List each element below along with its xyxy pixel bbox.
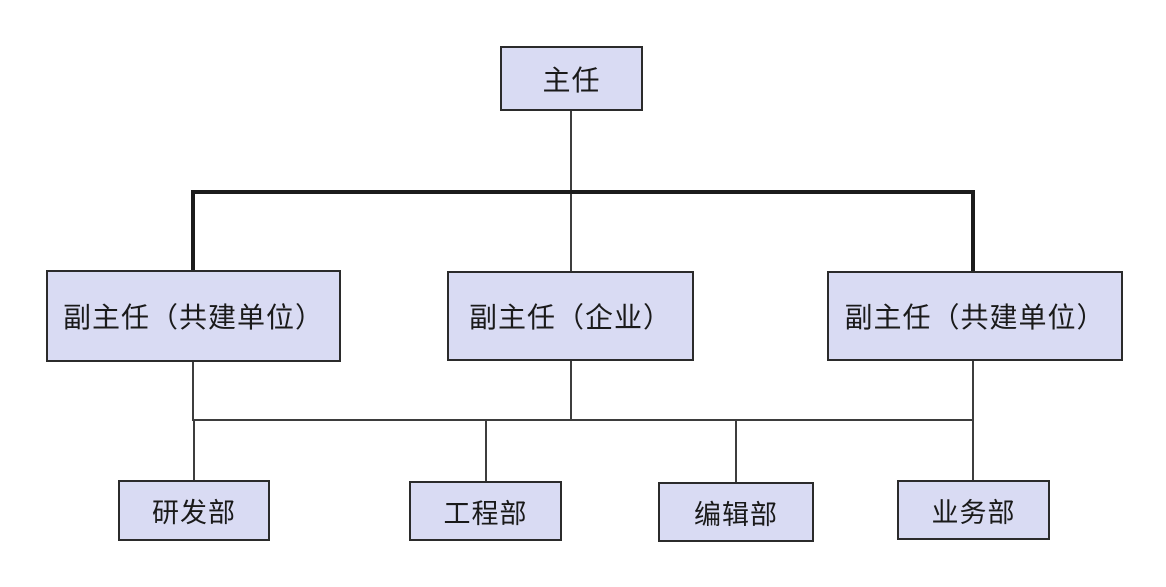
node-deputy-middle: 副主任（企业） [447, 271, 694, 361]
node-dept-engineering: 工程部 [409, 481, 562, 541]
node-deputy-right-label: 副主任（共建单位） [844, 302, 1106, 333]
node-dept-editorial: 编辑部 [658, 482, 814, 542]
connector-rail2-to-rd-dept [193, 419, 195, 480]
node-director: 主任 [500, 46, 643, 111]
connector-middle-deputy-to-rail2 [570, 361, 572, 420]
connector-tier1-rail [191, 190, 975, 194]
node-deputy-right: 副主任（共建单位） [827, 271, 1123, 361]
node-dept-business-label: 业务部 [931, 497, 1016, 528]
connector-rail2-to-engineering-dept [485, 419, 487, 481]
node-deputy-middle-label: 副主任（企业） [468, 302, 672, 333]
connector-left-deputy-to-rail2 [192, 362, 194, 420]
connector-rail1-to-left-deputy [191, 190, 195, 270]
node-dept-rd-label: 研发部 [152, 498, 236, 528]
connector-right-deputy-to-rail2 [972, 361, 974, 420]
node-deputy-left: 副主任（共建单位） [46, 270, 341, 362]
connector-tier2-rail [192, 419, 974, 421]
node-director-label: 主任 [542, 64, 601, 96]
node-dept-engineering-label: 工程部 [443, 498, 528, 529]
node-dept-business: 业务部 [897, 480, 1050, 540]
node-dept-rd: 研发部 [118, 480, 270, 541]
node-dept-editorial-label: 编辑部 [694, 499, 778, 530]
connector-rail2-to-editorial-dept [735, 419, 737, 482]
connector-rail1-to-right-deputy [971, 190, 975, 271]
node-deputy-left-label: 副主任（共建单位） [62, 302, 324, 333]
connector-rail2-to-business-dept [972, 419, 974, 480]
